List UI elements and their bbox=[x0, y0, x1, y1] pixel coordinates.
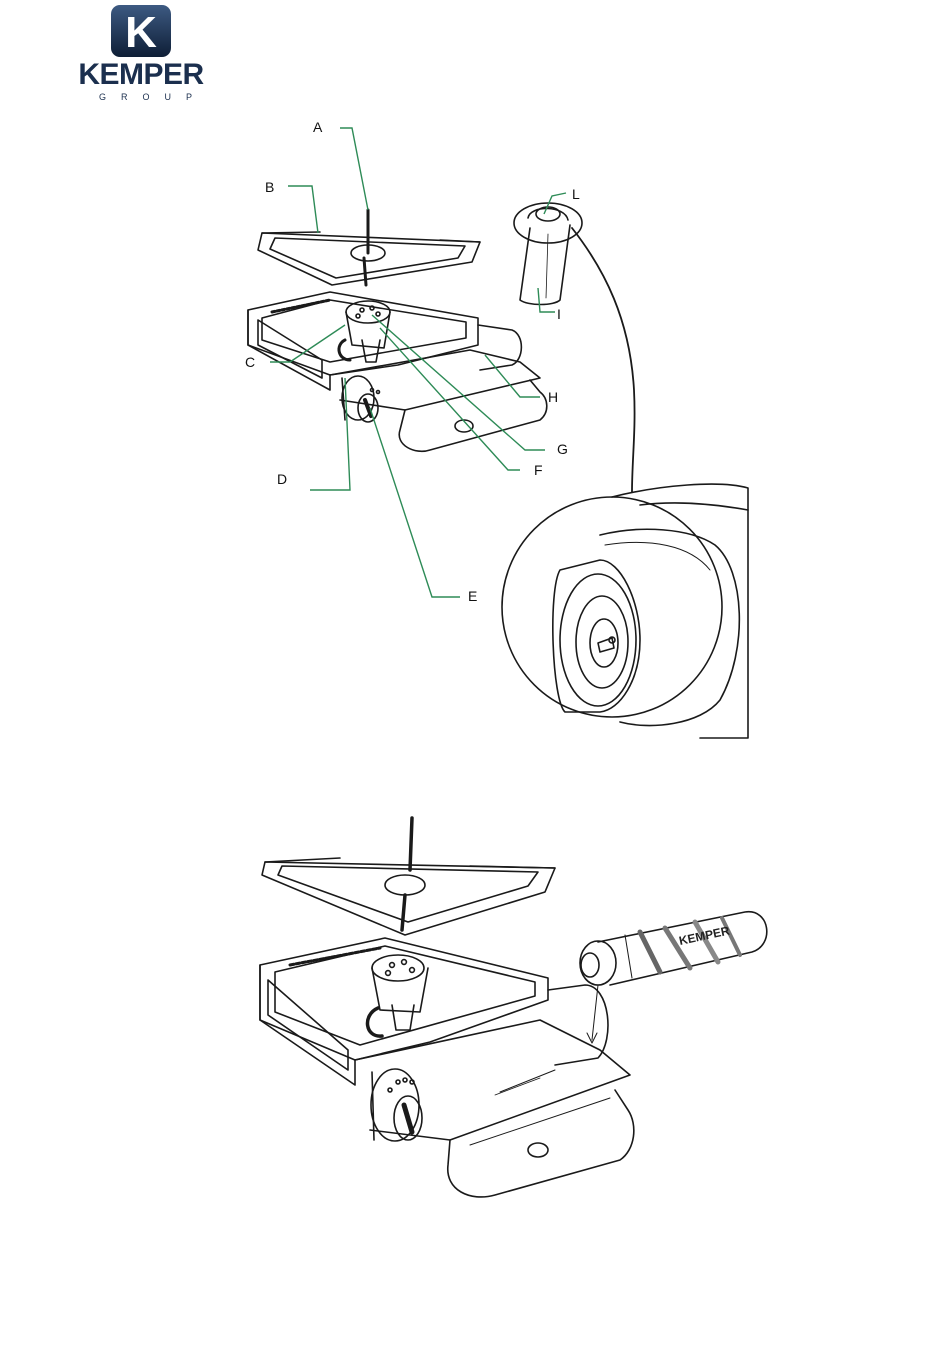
label-f: F bbox=[534, 462, 543, 478]
label-c: C bbox=[245, 354, 255, 370]
label-h: H bbox=[548, 389, 558, 405]
stove-bottom-assembly bbox=[260, 818, 634, 1197]
label-d: D bbox=[277, 471, 287, 487]
label-g: G bbox=[557, 441, 568, 457]
valve-zoom-view bbox=[502, 484, 748, 738]
label-b: B bbox=[265, 179, 274, 195]
label-i: I bbox=[557, 306, 561, 322]
canister-brand-text: KEMPER bbox=[678, 923, 731, 947]
label-l: L bbox=[572, 186, 580, 202]
label-a: A bbox=[313, 119, 323, 135]
gas-canister-small bbox=[514, 203, 582, 305]
gas-canister-large bbox=[580, 912, 767, 985]
label-e: E bbox=[468, 588, 477, 604]
exploded-stove-top bbox=[248, 210, 547, 451]
